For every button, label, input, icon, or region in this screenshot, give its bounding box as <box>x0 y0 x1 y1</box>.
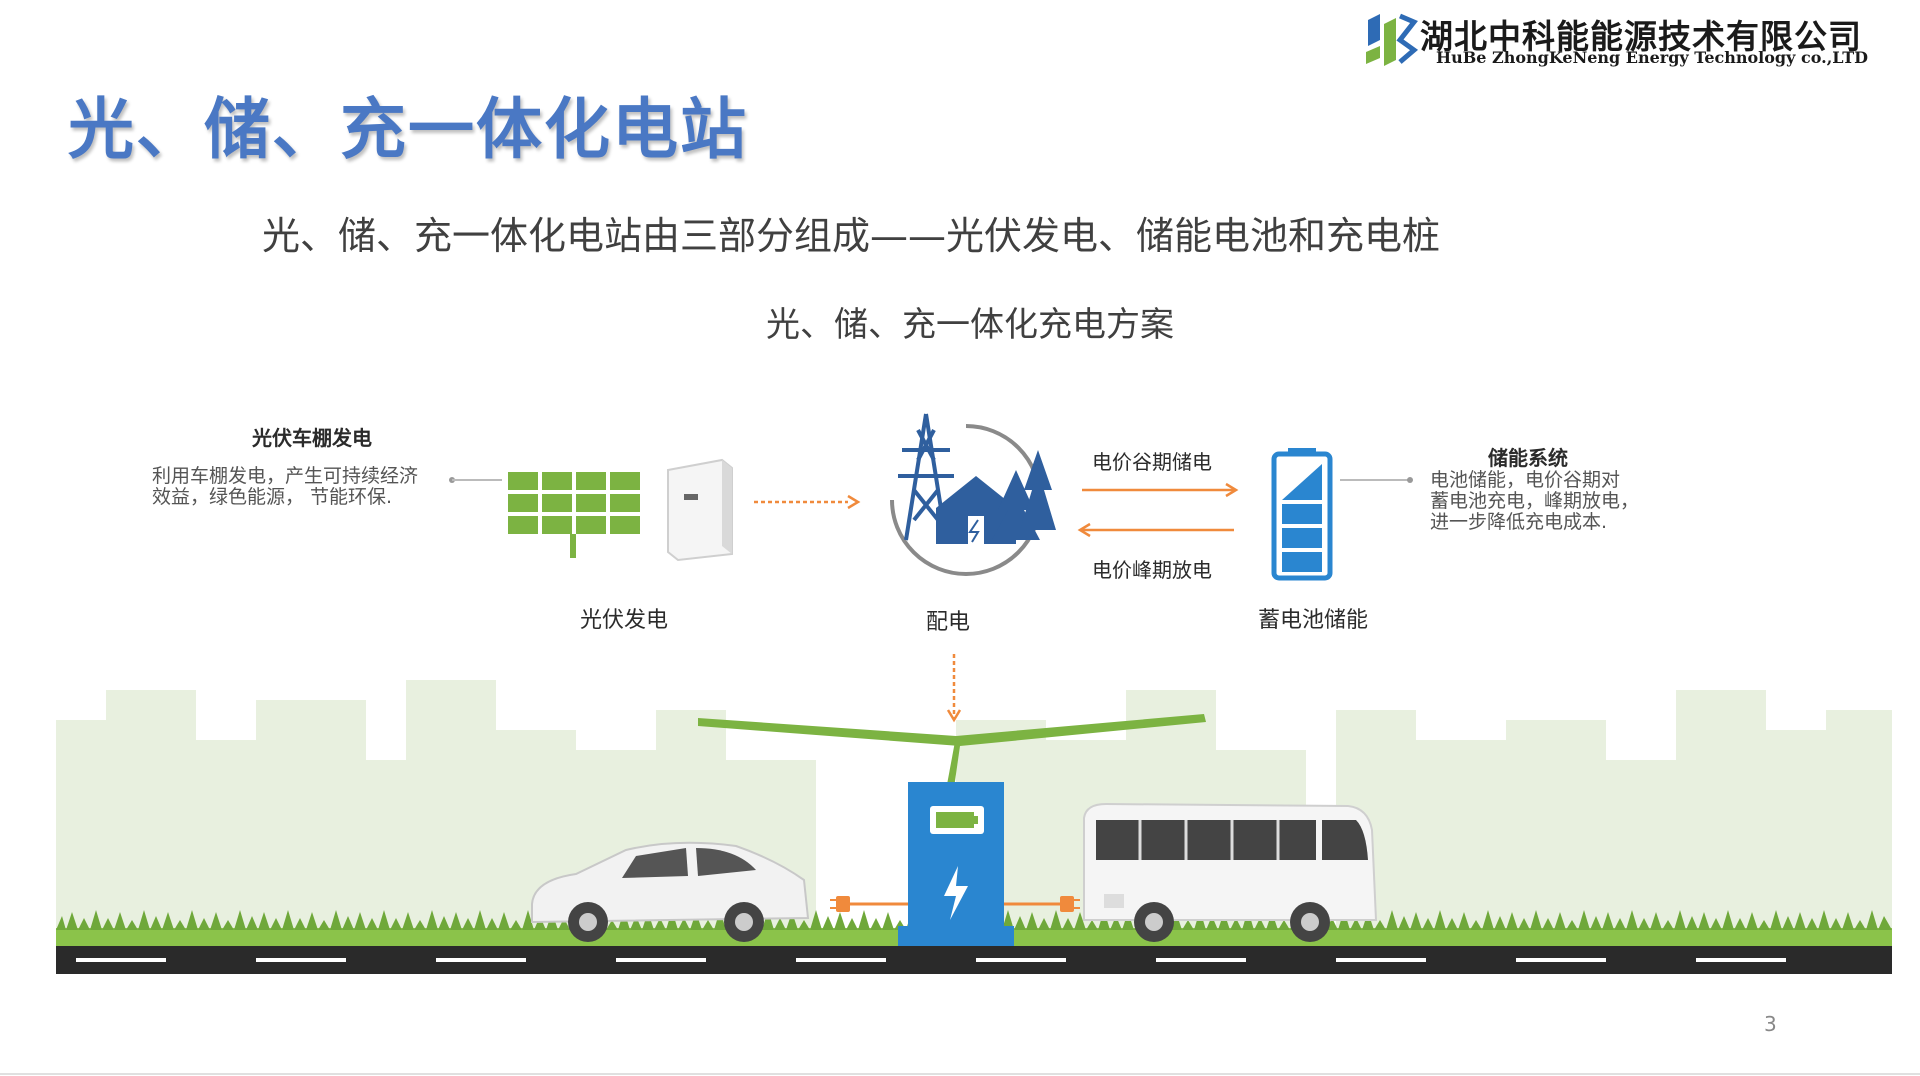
company-name-en: HuBe ZhongKeNeng Energy Technology co.,L… <box>1436 48 1868 67</box>
charging-pile-icon <box>898 782 1014 946</box>
page-title: 光、储、充一体化电站 <box>68 76 748 172</box>
pv-carport-description: 利用车棚发电，产生可持续经济 效益，绿色能源， 节能环保. <box>152 466 418 508</box>
slide-subtitle: 光、储、充一体化电站由三部分组成——光伏发电、储能电池和充电桩 <box>262 205 1440 260</box>
pv-carport-desc-line2: 效益，绿色能源， 节能环保. <box>152 487 418 508</box>
storage-system-desc-line1: 电池储能，电价谷期对 <box>1430 470 1639 491</box>
solar-panel-icon <box>508 472 640 558</box>
storage-connector-line <box>1340 477 1413 483</box>
distribution-grid-icon <box>892 414 1056 574</box>
discharge-energy-label: 电价峰期放电 <box>1092 554 1212 583</box>
inverter-icon <box>668 460 732 560</box>
company-logo-icon <box>1360 10 1420 70</box>
grid-to-charger-arrow <box>948 654 960 720</box>
store-energy-label: 电价谷期储电 <box>1092 446 1212 475</box>
store-energy-arrow <box>1082 484 1236 496</box>
footer-divider <box>0 1073 1920 1075</box>
car-plug-icon <box>830 896 908 912</box>
discharge-energy-arrow <box>1080 524 1234 536</box>
pv-connector-line <box>449 477 502 483</box>
page-number: 3 <box>1764 1012 1777 1036</box>
distribution-label: 配电 <box>926 604 970 636</box>
storage-system-description: 电池储能，电价谷期对 蓄电池充电，峰期放电， 进一步降低充电成本. <box>1430 470 1639 533</box>
storage-system-desc-line2: 蓄电池充电，峰期放电， <box>1430 491 1639 512</box>
pv-carport-desc-line1: 利用车棚发电，产生可持续经济 <box>152 466 418 487</box>
road <box>56 946 1892 974</box>
battery-storage-icon <box>1274 448 1330 578</box>
storage-system-heading: 储能系统 <box>1488 442 1568 471</box>
storage-system-desc-line3: 进一步降低充电成本. <box>1430 512 1639 533</box>
pv-carport-heading: 光伏车棚发电 <box>252 422 372 451</box>
battery-storage-label: 蓄电池储能 <box>1258 602 1368 634</box>
charging-scheme-diagram: 光伏车棚发电 利用车棚发电，产生可持续经济 效益，绿色能源， 节能环保. 光伏发… <box>56 290 1892 990</box>
pv-generation-label: 光伏发电 <box>580 602 668 634</box>
pv-to-grid-arrow <box>754 496 858 508</box>
